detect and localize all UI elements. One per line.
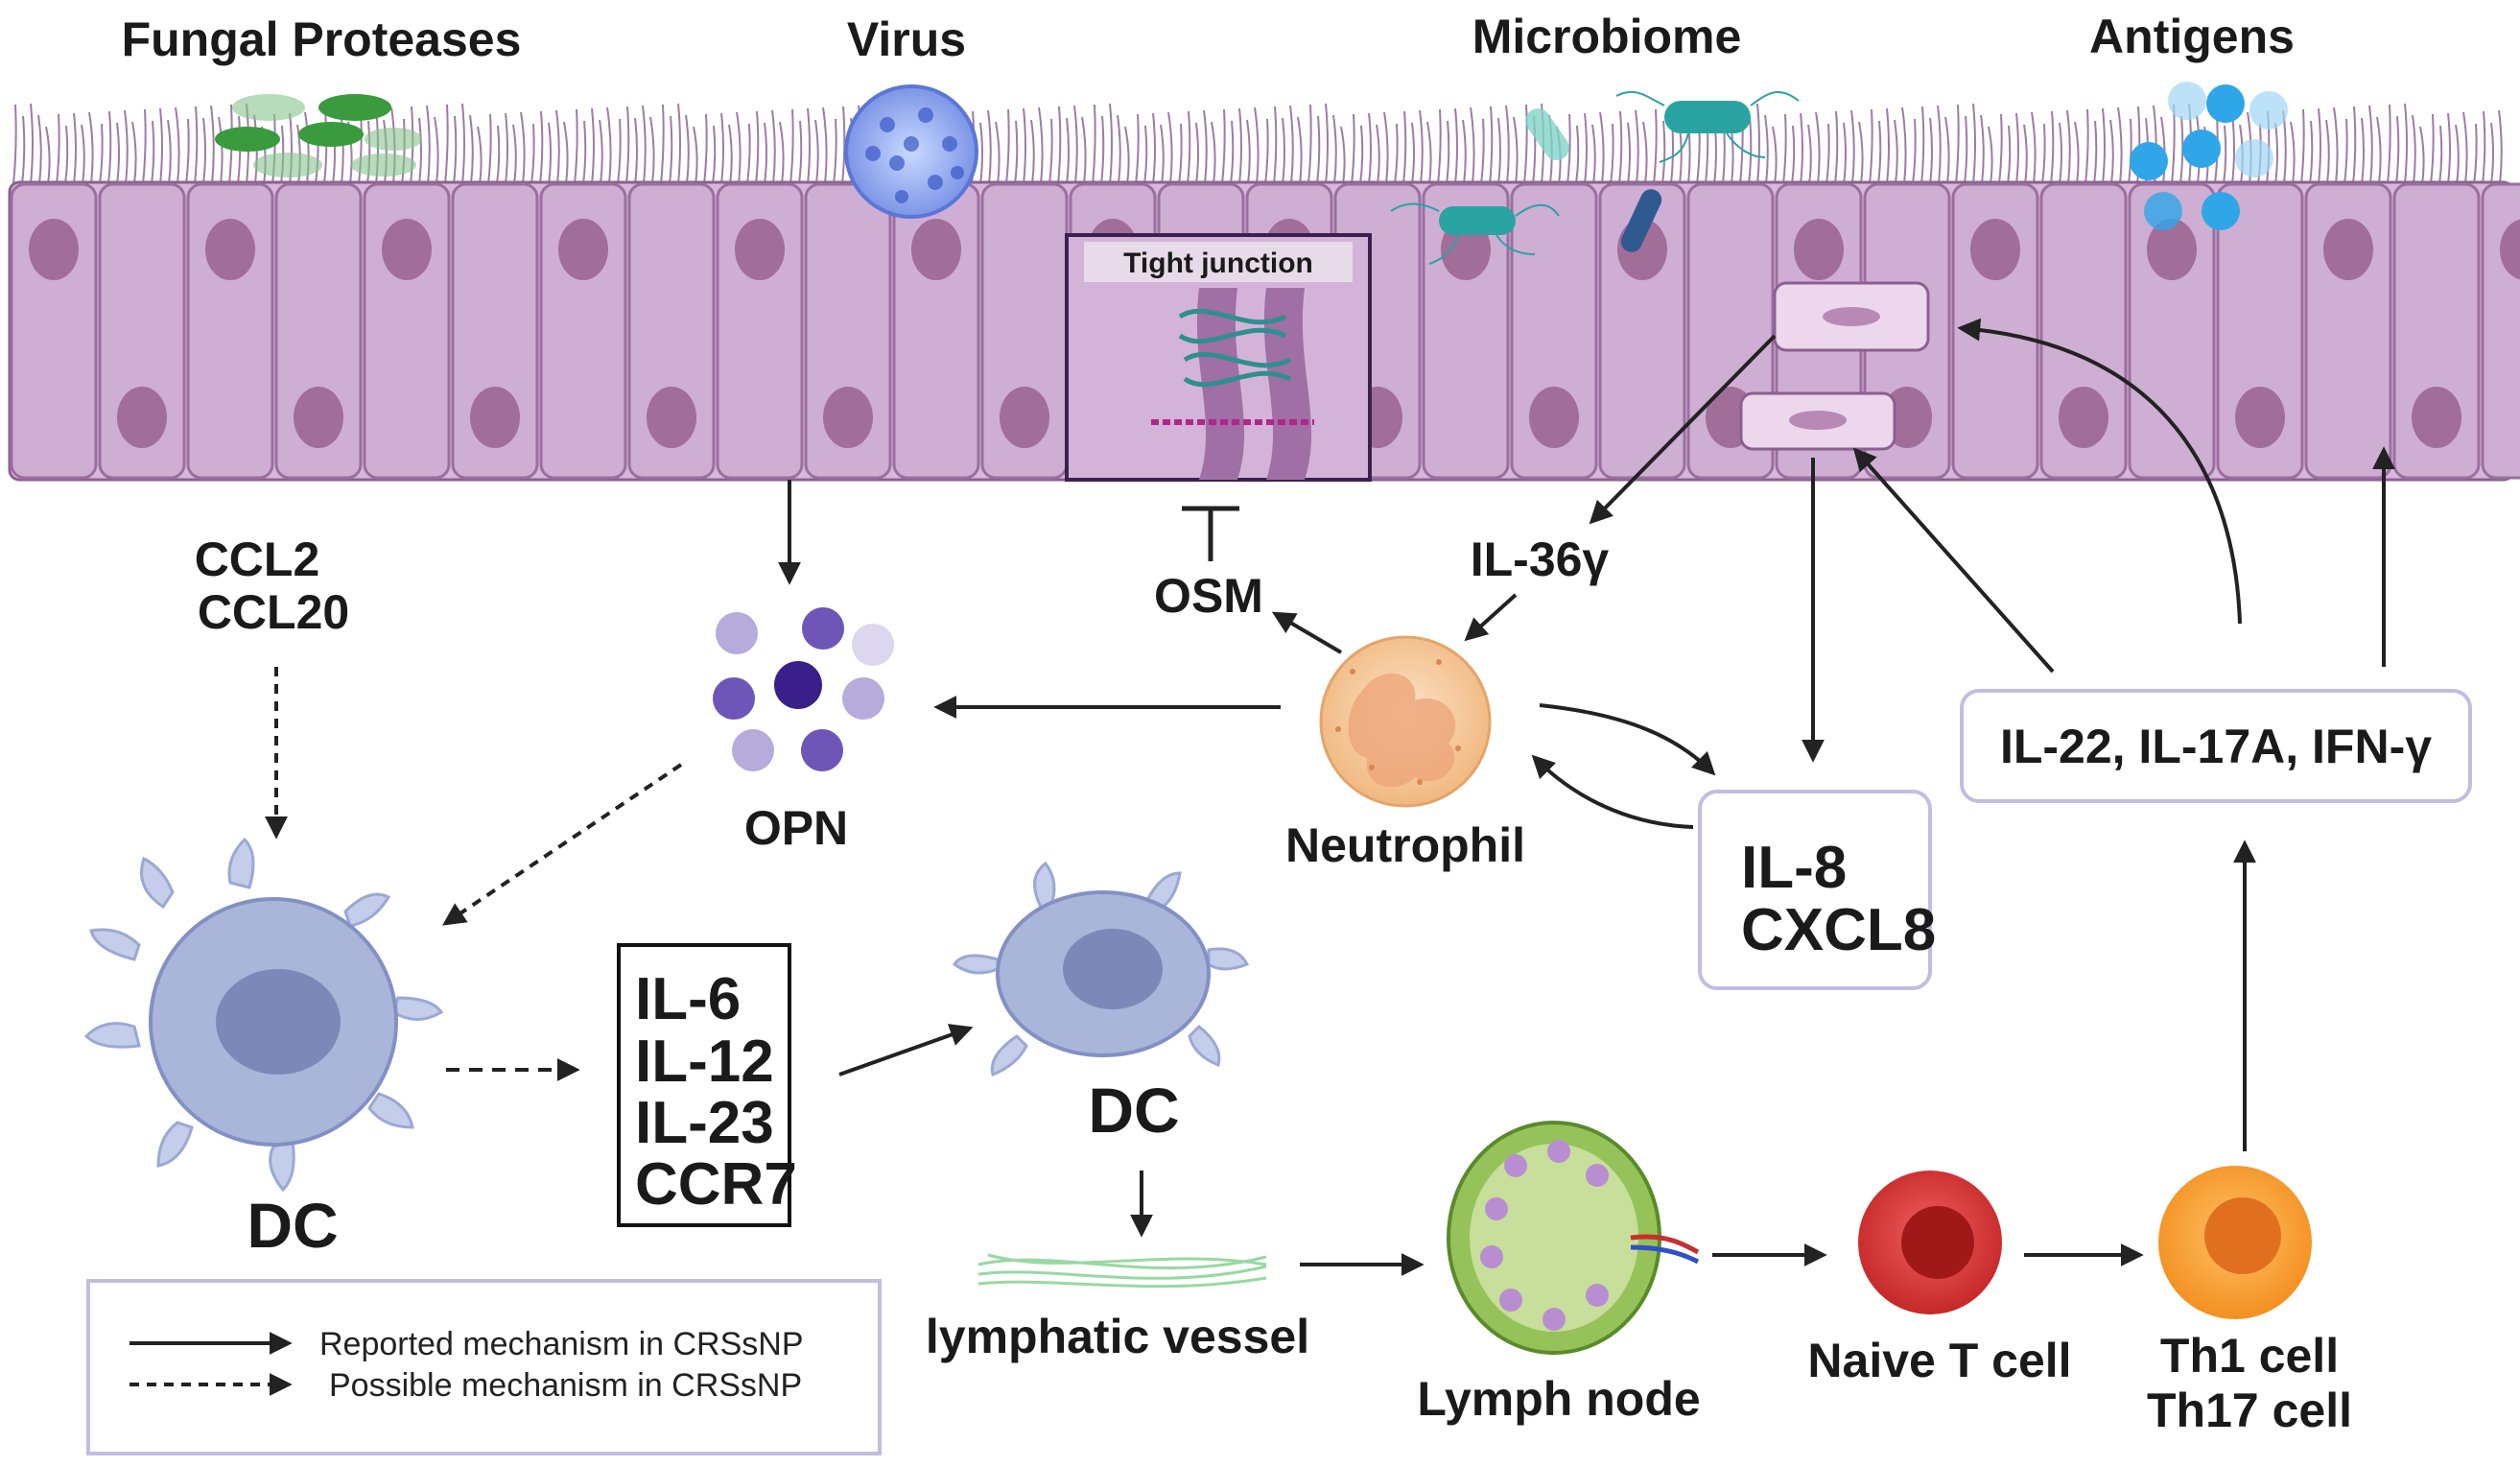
- legend-dashed-label: Possible mechanism in CRSsNP: [329, 1367, 802, 1404]
- th-cytokine-box: IL-22, IL-17A, IFN-γ: [1960, 689, 2472, 803]
- il36-label: IL-36γ: [1471, 532, 1610, 586]
- il8-label: IL-8: [1741, 835, 1847, 901]
- virus-icon: [844, 84, 978, 219]
- th-cytokines-label: IL-22, IL-17A, IFN-γ: [2000, 720, 2432, 773]
- opn-label: OPN: [744, 801, 848, 855]
- lymph-node: [1447, 1121, 1700, 1355]
- cxcl8-label: CXCL8: [1741, 897, 1936, 963]
- th17-cell-label: Th17 cell: [2147, 1384, 2352, 1437]
- fungal-proteases-label: Fungal Proteases: [122, 12, 522, 66]
- legend: Reported mechanism in CRSsNP Possible me…: [86, 1279, 882, 1455]
- antigens-icon: [2130, 82, 2288, 230]
- il6-label: IL-6: [635, 966, 741, 1032]
- ccr7-label: CCR7: [635, 1151, 797, 1218]
- lymphatic-vessel-label: lymphatic vessel: [926, 1310, 1309, 1363]
- naive-t-cell: [1858, 1171, 2002, 1314]
- il12-label: IL-12: [635, 1029, 774, 1095]
- osm-label: OSM: [1154, 569, 1263, 623]
- tight-junction-label: Tight junction: [1123, 248, 1313, 279]
- tight-junction-inset: Tight junction: [1065, 233, 1372, 482]
- virus-label: Virus: [847, 12, 966, 66]
- dendritic-cell-right: [952, 861, 1250, 1077]
- antigens-label: Antigens: [2089, 10, 2295, 63]
- lymph-node-label: Lymph node: [1417, 1372, 1700, 1426]
- th-cell: [2158, 1166, 2312, 1319]
- osm-inhibition-mark: [1182, 506, 1239, 561]
- pathway-arrows: [265, 318, 2395, 1276]
- legend-solid-label: Reported mechanism in CRSsNP: [319, 1326, 804, 1362]
- ccl20-label: CCL20: [198, 585, 349, 639]
- naive-t-cell-label: Naive T cell: [1807, 1334, 2071, 1387]
- dc-factors-box: IL-6 IL-12 IL-23 CCR7: [617, 943, 797, 1227]
- neutrophil-cell: [1319, 635, 1492, 808]
- microbiome-label: Microbiome: [1472, 10, 1742, 63]
- dc-right-label: DC: [1088, 1075, 1179, 1146]
- ccl2-label: CCL2: [195, 532, 320, 586]
- dc-left-label: DC: [247, 1190, 338, 1261]
- dendritic-cell-left: [83, 837, 444, 1193]
- il23-label: IL-23: [635, 1090, 774, 1156]
- neutrophil-label: Neutrophil: [1285, 818, 1525, 872]
- il8-box: IL-8 CXCL8: [1698, 790, 1936, 990]
- microbiome-icon: [1390, 90, 1800, 265]
- opn-particles: [713, 607, 894, 771]
- th1-cell-label: Th1 cell: [2160, 1329, 2339, 1383]
- lymphatic-vessel: [977, 1253, 1267, 1289]
- fungal-proteases-icon: [215, 94, 422, 177]
- activated-epithelial-cells: [1739, 281, 1930, 451]
